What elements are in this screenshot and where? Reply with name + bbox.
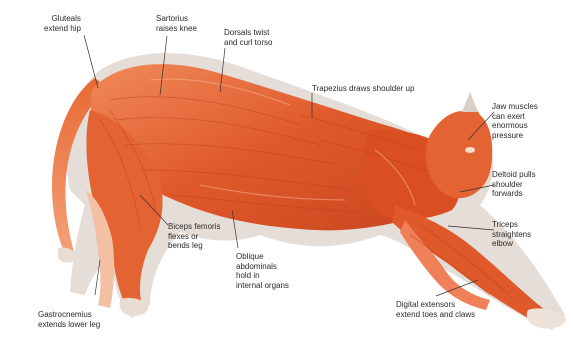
ear	[462, 92, 478, 112]
head	[426, 100, 493, 198]
eye	[465, 147, 475, 153]
label-trapezius: Trapezius draws shoulder up	[312, 84, 414, 94]
